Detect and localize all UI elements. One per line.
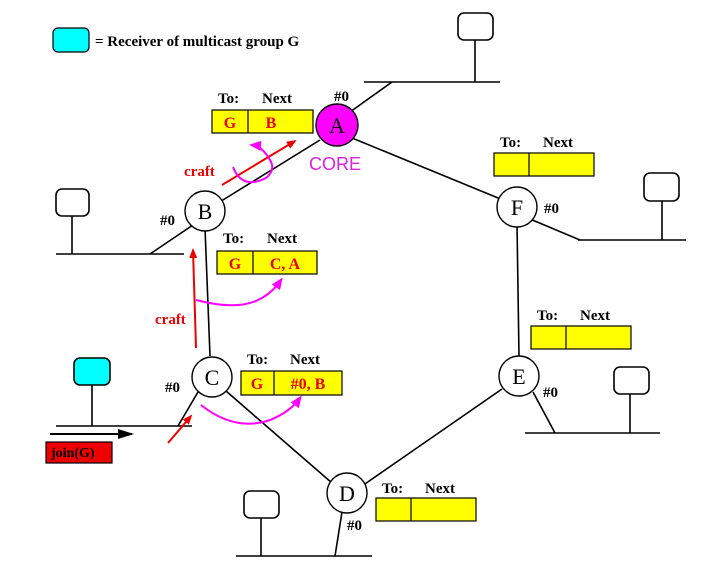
node-label-d: D	[339, 481, 355, 506]
table-a-next-header: Next	[262, 91, 292, 107]
port-label-e: #0	[543, 385, 558, 401]
table-f-next-header: Next	[543, 135, 573, 151]
link-d-e	[361, 388, 503, 487]
links	[149, 81, 581, 557]
core-label: CORE	[309, 154, 361, 174]
node-label-e: E	[512, 364, 525, 389]
link-b-c	[204, 227, 211, 357]
node-c: C	[191, 356, 233, 398]
table-c-to-header: To:	[247, 352, 268, 368]
routing-tables: To: Next G B To: Next G C, A To: Next G …	[211, 91, 632, 522]
table-c-next-value: #0, B	[291, 376, 326, 393]
host-icon	[55, 188, 90, 217]
forward-arrows	[167, 139, 297, 444]
link-e-f	[516, 223, 520, 357]
node-d: D	[326, 472, 368, 514]
link-e-lan	[532, 391, 556, 434]
join-box	[45, 441, 113, 464]
table-c-to-value: G	[251, 376, 264, 393]
node-label-f: F	[511, 195, 523, 220]
host-icon	[243, 490, 280, 519]
table-b-to-header: To:	[223, 231, 244, 247]
arrow-b-to-a	[221, 139, 297, 186]
node-a: A	[315, 103, 359, 147]
link-d-lan	[334, 511, 343, 557]
legend: = Receiver of multicast group G	[52, 27, 300, 53]
lan-top	[364, 12, 500, 83]
table-e-next-header: Next	[580, 308, 610, 324]
link-c-d	[225, 390, 333, 484]
link-b-lan	[149, 224, 194, 255]
routing-table-b: To: Next G C, A	[216, 231, 318, 275]
port-label-d: #0	[347, 518, 362, 534]
join-label: join(G)	[50, 446, 95, 461]
routing-table-a: To: Next G B	[211, 91, 314, 134]
table-a-to-value: G	[224, 115, 237, 132]
table-a-next-value: B	[266, 115, 277, 132]
lan-bottom-d	[236, 490, 372, 557]
update-arrow-c	[200, 395, 302, 425]
join-request: join(G)	[45, 429, 134, 464]
node-f: F	[496, 186, 538, 228]
craft-label-b: craft	[155, 312, 186, 328]
port-label-f: #0	[544, 201, 559, 217]
receiver-legend-swatch	[52, 27, 90, 53]
node-label-a: A	[329, 113, 345, 138]
node-label-c: C	[205, 365, 220, 390]
link-c-lan	[177, 391, 199, 427]
link-a-b	[217, 139, 321, 204]
port-label-b: #0	[160, 213, 175, 229]
node-label-b: B	[198, 199, 213, 224]
table-e-to-header: To:	[537, 308, 558, 324]
arrow-c-to-b	[189, 248, 198, 349]
table-b-next-header: Next	[267, 231, 297, 247]
table-b-to-value: G	[229, 256, 242, 273]
host-icon	[457, 12, 494, 41]
link-a-lan	[349, 81, 393, 113]
lan-left-b	[55, 188, 184, 255]
host-icon	[613, 366, 650, 395]
craft-label-a: craft	[184, 164, 215, 180]
table-f-to-header: To:	[500, 135, 521, 151]
lan-right-e	[525, 366, 660, 434]
port-label-a: #0	[334, 89, 349, 105]
update-arrow-a	[232, 140, 274, 184]
lan-right-f	[578, 172, 686, 241]
link-f-lan	[529, 218, 581, 241]
table-c-next-header: Next	[290, 352, 320, 368]
update-arrow-b	[195, 277, 283, 307]
routing-table-d: To: Next	[375, 481, 477, 522]
port-label-c: #0	[165, 380, 180, 396]
lan-left-c	[56, 357, 192, 427]
nodes: A B C D E F	[184, 103, 540, 514]
node-e: E	[498, 355, 540, 397]
table-d-next-header: Next	[425, 481, 455, 497]
link-a-f	[351, 137, 504, 201]
legend-text: = Receiver of multicast group G	[95, 34, 300, 50]
arrow-to-c	[167, 414, 193, 444]
host-icon	[643, 172, 680, 202]
routing-table-f: To: Next	[493, 135, 595, 177]
receiver-host-icon	[73, 357, 111, 386]
table-a-to-header: To:	[218, 91, 239, 107]
routing-table-c: To: Next G #0, B	[240, 352, 343, 396]
lan-segments	[55, 12, 686, 557]
node-b: B	[184, 190, 226, 232]
update-arrows	[195, 140, 302, 425]
routing-table-e: To: Next	[530, 308, 632, 350]
table-b-next-value: C, A	[270, 256, 301, 273]
table-d-to-header: To:	[382, 481, 403, 497]
port-labels: #0 #0 #0 #0 #0 #0	[160, 89, 559, 534]
